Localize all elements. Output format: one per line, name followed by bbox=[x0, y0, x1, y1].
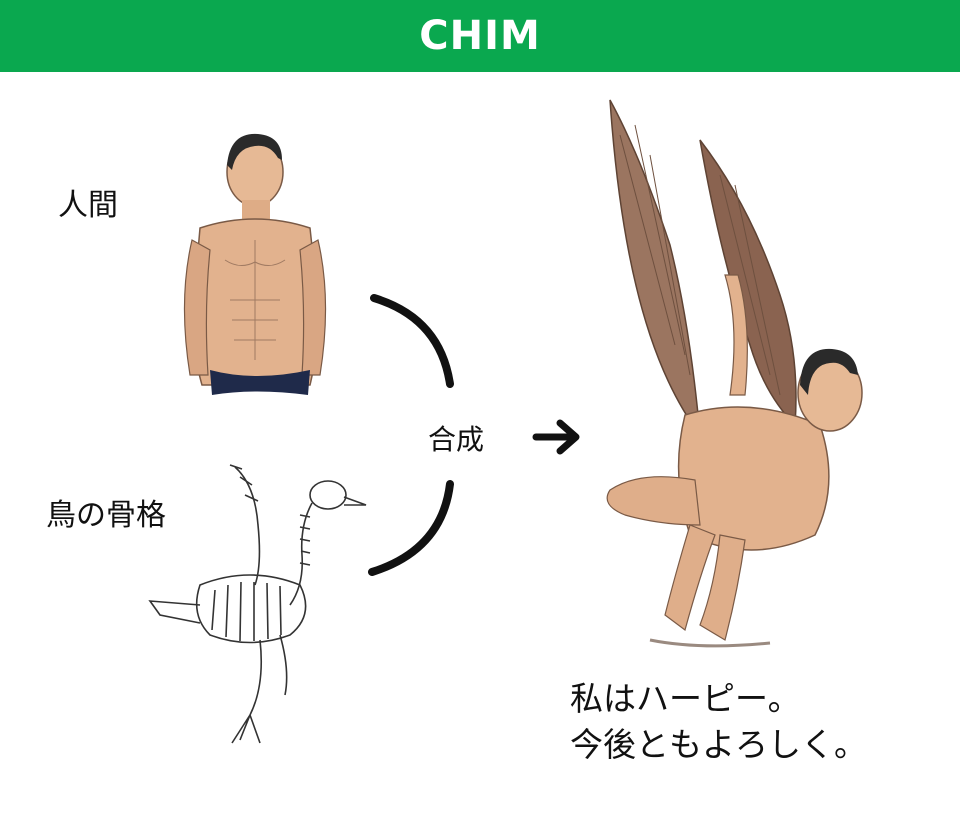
header-bar: CHIM bbox=[0, 0, 960, 72]
label-bird-skeleton: 鳥の骨格 bbox=[46, 498, 166, 533]
harpy-caption: 私はハーピー。 今後ともよろしく。 bbox=[570, 676, 867, 768]
caption-line-2: 今後ともよろしく。 bbox=[570, 725, 867, 764]
label-combine: 合成 bbox=[428, 423, 485, 456]
arrow-right-icon bbox=[532, 419, 580, 455]
human-illustration bbox=[183, 133, 327, 395]
curved-bracket-icon bbox=[368, 294, 454, 576]
caption-line-1: 私はハーピー。 bbox=[570, 679, 801, 718]
bird-skeleton-illustration bbox=[148, 464, 367, 744]
header-title: CHIM bbox=[419, 13, 541, 59]
label-human: 人間 bbox=[58, 188, 118, 223]
harpy-illustration bbox=[606, 99, 863, 648]
